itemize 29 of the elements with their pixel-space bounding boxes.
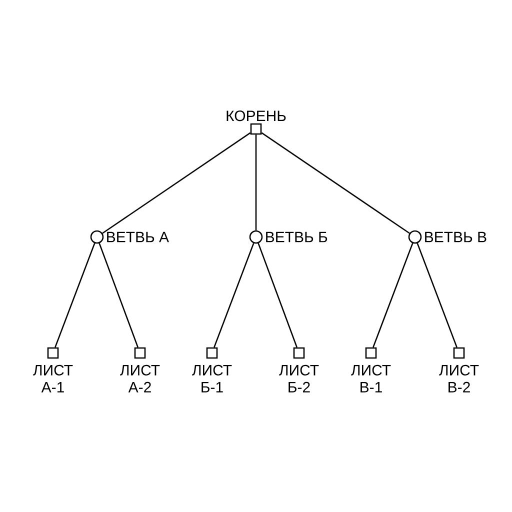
node-label: ВЕТВЬ А (107, 232, 169, 242)
node-label: ВЕТВЬ В (425, 232, 486, 242)
connector-line (255, 134, 257, 230)
connector-line (54, 243, 96, 348)
square-node (250, 123, 262, 135)
circle-node (90, 230, 104, 244)
square-node (293, 347, 305, 359)
connector-line (258, 243, 298, 348)
square-node (365, 347, 377, 359)
node-label: ЛИСТ Б-2 (279, 364, 319, 392)
connector-line (372, 243, 414, 348)
connector-line (416, 243, 458, 348)
node-label: ЛИСТ Б-1 (192, 364, 232, 392)
node-label: КОРЕНЬ (226, 110, 286, 122)
connector-line (98, 243, 139, 348)
connector-line (214, 243, 254, 348)
connector-line (102, 132, 251, 234)
circle-node (249, 230, 263, 244)
node-label: ЛИСТ А-1 (33, 364, 73, 392)
connector-line (261, 132, 410, 234)
square-node (47, 347, 59, 359)
node-label: ВЕТВЬ Б (266, 232, 328, 242)
square-node (206, 347, 218, 359)
node-label: ЛИСТ В-1 (351, 364, 391, 392)
node-label: ЛИСТ В-2 (439, 364, 479, 392)
node-label: ЛИСТ А-2 (120, 364, 160, 392)
square-node (134, 347, 146, 359)
square-node (453, 347, 465, 359)
circle-node (408, 230, 422, 244)
